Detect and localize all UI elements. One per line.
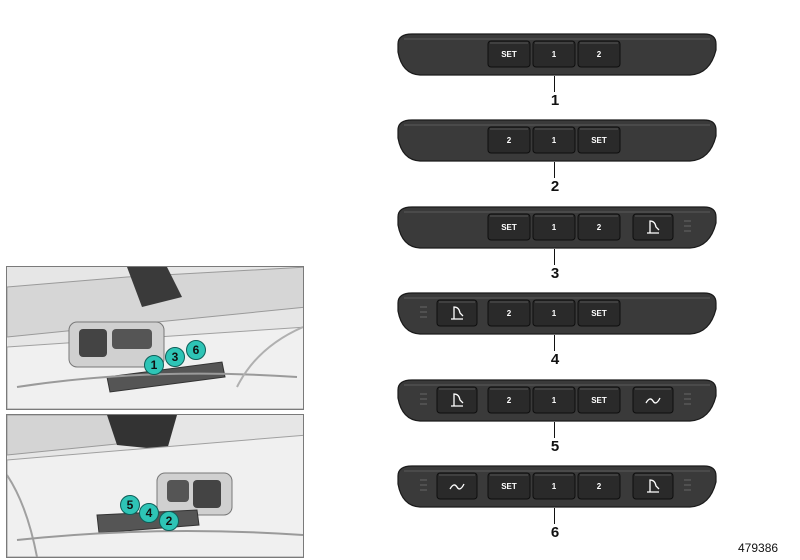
panel-6-button-0[interactable]	[436, 472, 478, 500]
panel-6-button-1[interactable]: SET	[487, 472, 531, 500]
callout-right-2: 2	[159, 511, 179, 531]
button-label: SET	[501, 50, 517, 59]
seat-memory-panel-3: SET 1 2	[397, 206, 717, 249]
seat-memory-panel-5: 2 1 SET	[397, 379, 717, 422]
panel-2-button-0[interactable]: 2	[487, 126, 531, 154]
panel-5-button-2[interactable]: 1	[532, 386, 576, 414]
panel-number-4: 4	[550, 351, 560, 368]
panel-6-button-3[interactable]: 2	[577, 472, 621, 500]
panel-1-button-2[interactable]: 2	[577, 40, 621, 68]
button-label: 2	[597, 50, 602, 59]
panel-number-3: 3	[550, 265, 560, 282]
callout-left-1: 3	[165, 347, 185, 367]
callout-left-0: 1	[144, 355, 164, 375]
panel-4-button-0[interactable]	[436, 299, 478, 327]
panel-6-button-2[interactable]: 1	[532, 472, 576, 500]
leader-line-3	[554, 249, 555, 265]
button-label: 1	[552, 223, 557, 232]
button-label: 2	[597, 482, 602, 491]
seat-memory-panel-2: 2 1 SET	[397, 119, 717, 162]
leader-line-4	[554, 335, 555, 351]
panel-5-button-1[interactable]: 2	[487, 386, 531, 414]
seat-ventilation-icon	[645, 397, 661, 404]
panel-number-5: 5	[550, 438, 560, 455]
button-label: 1	[552, 50, 557, 59]
seat-memory-panel-4: 2 1 SET	[397, 292, 717, 335]
button-label: 1	[552, 136, 557, 145]
panel-3-button-1[interactable]: 1	[532, 213, 576, 241]
catalog-number: 479386	[738, 541, 779, 555]
button-label: 2	[507, 136, 512, 145]
callout-right-1: 4	[139, 503, 159, 523]
button-label: SET	[591, 136, 607, 145]
leader-line-5	[554, 422, 555, 438]
button-label: 2	[597, 223, 602, 232]
callout-left-2: 6	[186, 340, 206, 360]
door-trim-illustration-left	[7, 267, 303, 409]
seat-massage-icon	[647, 479, 660, 493]
panel-4-button-3[interactable]: SET	[577, 299, 621, 327]
button-label: SET	[501, 482, 517, 491]
panel-4-button-1[interactable]: 2	[487, 299, 531, 327]
button-label: 1	[552, 309, 557, 318]
left-door-inset: 1 3 6	[6, 266, 304, 410]
panel-2-button-2[interactable]: SET	[577, 126, 621, 154]
button-label: SET	[501, 223, 517, 232]
seat-massage-icon	[647, 220, 660, 234]
panel-3-button-0[interactable]: SET	[487, 213, 531, 241]
panel-number-6: 6	[550, 524, 560, 541]
callout-right-0: 5	[120, 495, 140, 515]
seat-massage-icon	[451, 306, 464, 320]
leader-line-2	[554, 162, 555, 178]
right-door-inset: 5 4 2	[6, 414, 304, 558]
button-label: SET	[591, 396, 607, 405]
panel-1-button-0[interactable]: SET	[487, 40, 531, 68]
panel-1-button-1[interactable]: 1	[532, 40, 576, 68]
button-label: 2	[507, 396, 512, 405]
panel-5-button-3[interactable]: SET	[577, 386, 621, 414]
leader-line-1	[554, 76, 555, 92]
button-label: 1	[552, 482, 557, 491]
button-label: 1	[552, 396, 557, 405]
panel-3-button-3[interactable]	[632, 213, 674, 241]
panel-3-button-2[interactable]: 2	[577, 213, 621, 241]
panel-5-button-0[interactable]	[436, 386, 478, 414]
panel-4-button-2[interactable]: 1	[532, 299, 576, 327]
button-label: SET	[591, 309, 607, 318]
seat-memory-panel-1: SET 1 2	[397, 33, 717, 76]
seat-massage-icon	[451, 393, 464, 407]
door-trim-illustration-right	[7, 415, 303, 557]
panel-6-button-4[interactable]	[632, 472, 674, 500]
panel-5-button-4[interactable]	[632, 386, 674, 414]
panel-2-button-1[interactable]: 1	[532, 126, 576, 154]
panel-number-1: 1	[550, 92, 560, 109]
button-label: 2	[507, 309, 512, 318]
seat-ventilation-icon	[449, 483, 465, 490]
leader-line-6	[554, 508, 555, 524]
panel-number-2: 2	[550, 178, 560, 195]
seat-memory-panel-6: SET 1 2	[397, 465, 717, 508]
